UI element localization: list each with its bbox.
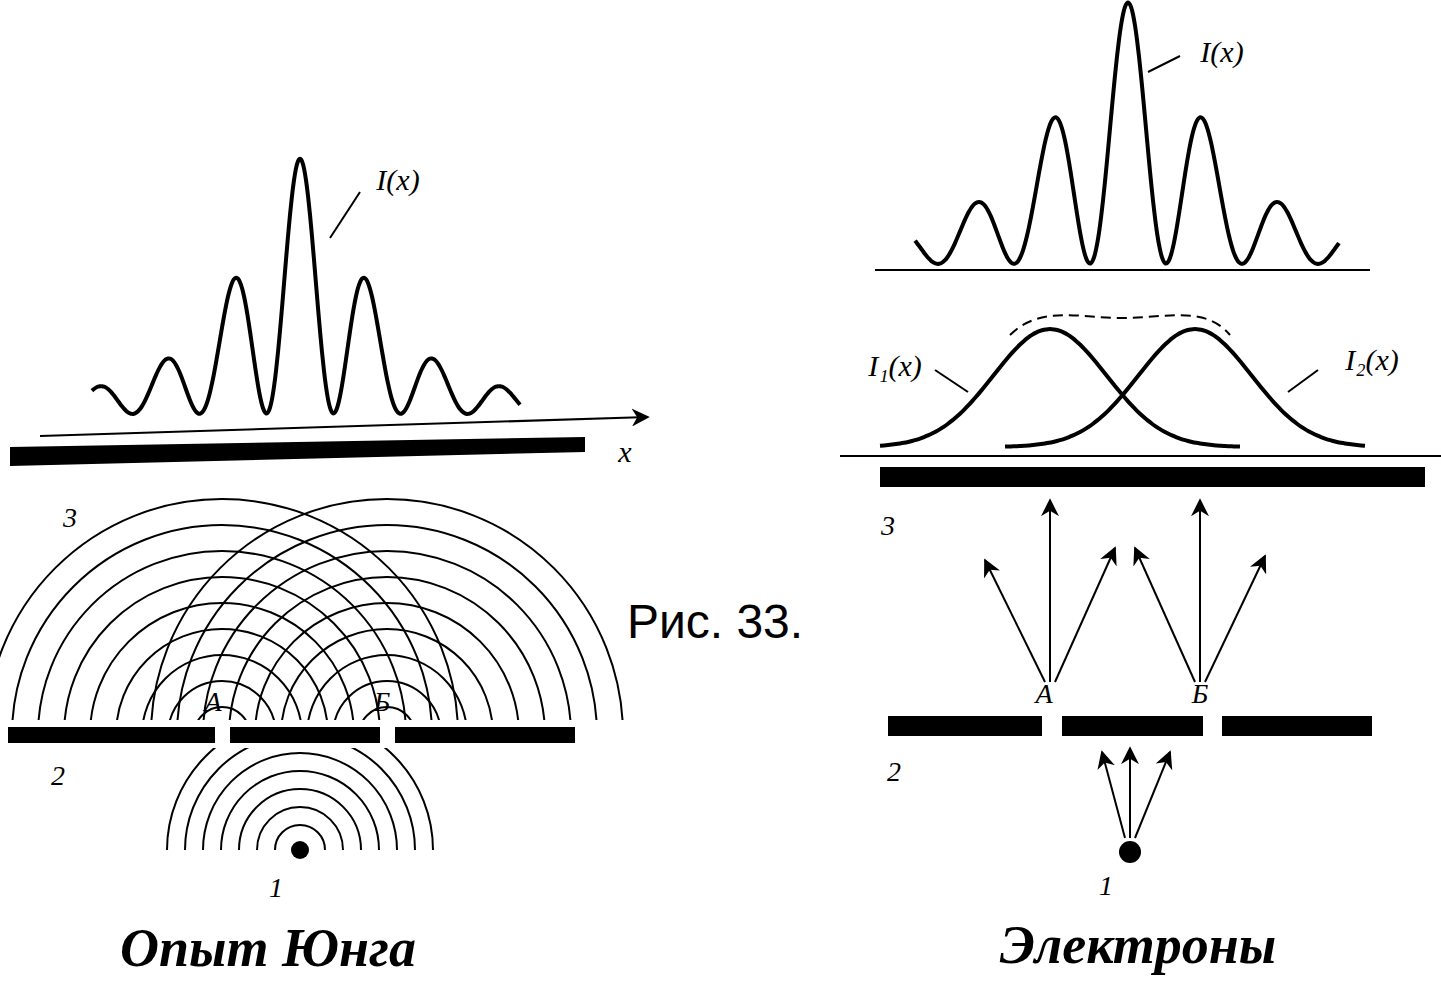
wavefront [255,603,519,720]
callout-number: 2 [887,758,901,786]
callout-number: 3 [881,512,895,540]
barrier [888,716,1042,736]
wavefront [281,629,493,720]
screen [880,467,1425,487]
figure-title: Опыт Юнга [120,921,416,975]
wavefront [275,825,325,850]
leader-line [1148,56,1180,72]
leader-line [1288,370,1318,392]
intensity-curve-1 [880,329,1240,446]
wavefront [333,681,441,720]
wavefront [12,525,432,720]
caption: Рис. 33. [627,598,803,646]
callout-number: 1 [1099,872,1113,900]
source [291,841,309,859]
wavefront [167,748,433,850]
wavefront [307,655,467,720]
wavefront [64,577,380,720]
curve-label: I₂(x) [1345,345,1399,375]
wavefront [142,655,302,720]
intensity-curve-2 [1005,329,1365,446]
x-axis [40,417,648,436]
barrier [1062,716,1203,736]
axis-label: x [618,437,631,467]
wavefront [116,629,328,720]
wavefront [229,577,545,720]
wavefront [257,807,343,850]
wavefront [221,771,379,850]
curve-label: I(x) [1200,37,1243,67]
callout-number: 2 [51,762,65,790]
electron-paths [985,500,1265,838]
sum-curve [1010,315,1230,335]
baseline [875,269,1370,271]
barrier [1222,716,1372,736]
curve-label: I₁(x) [868,351,922,381]
x-axis [840,455,1441,457]
source [1119,841,1141,863]
wavefront [194,707,250,720]
barrier [395,727,575,743]
wavefront [203,753,397,850]
curve-label: I(x) [376,165,419,195]
wavefront [185,748,415,850]
wavefront [177,525,597,720]
slit-label: А [204,688,221,716]
slit-label: Б [1192,680,1209,708]
slit-label: Б [374,688,391,716]
slit-label: А [1035,680,1052,708]
barrier [230,727,380,743]
wavefront [239,789,361,850]
figure-title: Электроны [1000,918,1277,972]
callout-number: 3 [63,504,77,532]
wavefront [203,551,571,720]
leader-line [935,370,968,392]
wavefront [0,499,458,720]
barrier [8,727,215,743]
screen [10,437,585,466]
leader-line [330,192,360,238]
intensity-curve [915,3,1339,264]
intensity-curve [92,159,520,414]
callout-number: 1 [269,874,283,902]
wavefront [151,499,623,720]
